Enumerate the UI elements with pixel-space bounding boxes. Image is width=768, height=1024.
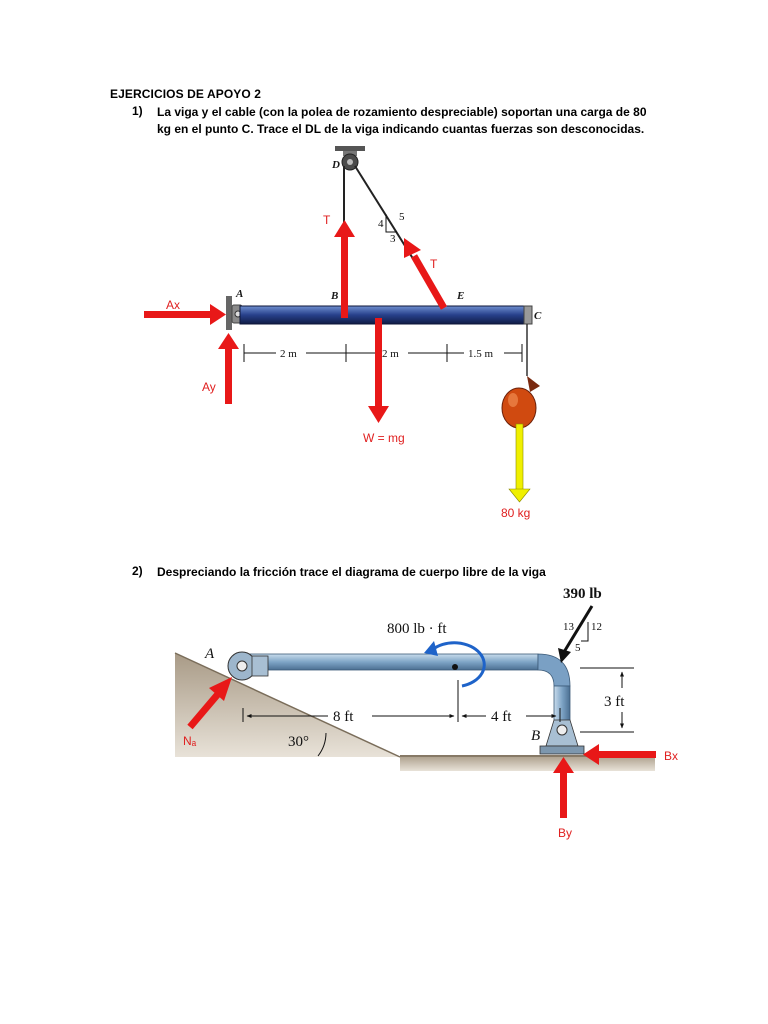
dim-ec-label: 1.5 m — [468, 348, 494, 360]
force-weight-label: W = mg — [363, 431, 405, 445]
angle-label: 30° — [288, 734, 309, 750]
force-by-label: By — [558, 826, 572, 840]
dim-8ft-label: 8 ft — [333, 709, 354, 725]
question-2-text: Despreciando la fricción trace el diagra… — [157, 565, 546, 579]
dimension-line-3 — [580, 667, 634, 733]
load-390-arrow — [558, 605, 594, 663]
roller-a — [227, 651, 269, 681]
load-arrow — [508, 423, 531, 503]
question-2-number: 2) — [132, 564, 143, 578]
dim-ab-label: 2 m — [280, 348, 297, 360]
force-na-label: Nₐ — [183, 734, 197, 748]
dim-4ft-label: 4 ft — [491, 709, 512, 725]
force-by-arrow — [553, 757, 574, 818]
force-ay-label: Ay — [202, 380, 216, 394]
pulley-d — [335, 146, 365, 171]
slope-triangle-1 — [385, 214, 397, 233]
pipe-horizontal — [237, 653, 539, 671]
slope-13-label: 13 — [563, 621, 575, 633]
dimension-line-2 — [242, 680, 561, 722]
force-t-inclined-arrow — [404, 238, 448, 310]
figure-1: D 4 3 5 A B E C — [144, 146, 542, 520]
point-d-label: D — [331, 159, 340, 171]
force-ax-arrow — [144, 304, 226, 325]
point-b2-label: B — [531, 728, 540, 744]
slope-5-label: 5 — [399, 211, 405, 223]
angle-arc — [317, 732, 327, 757]
point-a2-label: A — [204, 646, 215, 662]
slope-5b-label: 5 — [575, 642, 581, 654]
point-e-label: E — [456, 290, 464, 302]
force-t-vertical-label: T — [323, 213, 331, 227]
force-bx-label: Bx — [664, 749, 678, 763]
figure-2: 30° A B 800 lb · ft — [174, 582, 655, 772]
force-ay-arrow — [218, 333, 239, 404]
force-bx-arrow — [583, 744, 656, 765]
point-b-label: B — [330, 290, 338, 302]
beam — [239, 305, 531, 325]
force-t-vertical-arrow — [334, 220, 355, 318]
point-a-label: A — [235, 288, 243, 300]
question-1-number: 1) — [132, 104, 143, 118]
slope-3-label: 3 — [390, 233, 396, 245]
force-t-inclined-label: T — [430, 257, 438, 271]
force-na-arrow — [187, 677, 232, 730]
force-weight-arrow — [368, 318, 389, 423]
moment-arrow — [424, 641, 486, 688]
point-c-label: C — [534, 310, 542, 322]
end-bracket-c — [523, 305, 533, 325]
slope-12-label: 12 — [591, 621, 602, 633]
dim-be-label: 2 m — [382, 348, 399, 360]
pipe-vertical — [553, 685, 571, 723]
page-title: EJERCICIOS DE APOYO 2 — [110, 87, 262, 101]
question-1-text: La viga y el cable (con la polea de roza… — [157, 105, 647, 136]
load-390-label: 390 lb — [563, 586, 602, 602]
sack — [501, 376, 540, 429]
force-ax-label: Ax — [166, 298, 180, 312]
load-label: 80 kg — [501, 506, 530, 520]
pin-support-b — [539, 719, 585, 755]
dim-3ft-label: 3 ft — [604, 694, 625, 710]
dimension-line-1 — [243, 344, 523, 362]
slope-triangle-2 — [581, 622, 589, 642]
moment-label: 800 lb · ft — [387, 621, 447, 637]
slope-4-label: 4 — [378, 218, 384, 230]
